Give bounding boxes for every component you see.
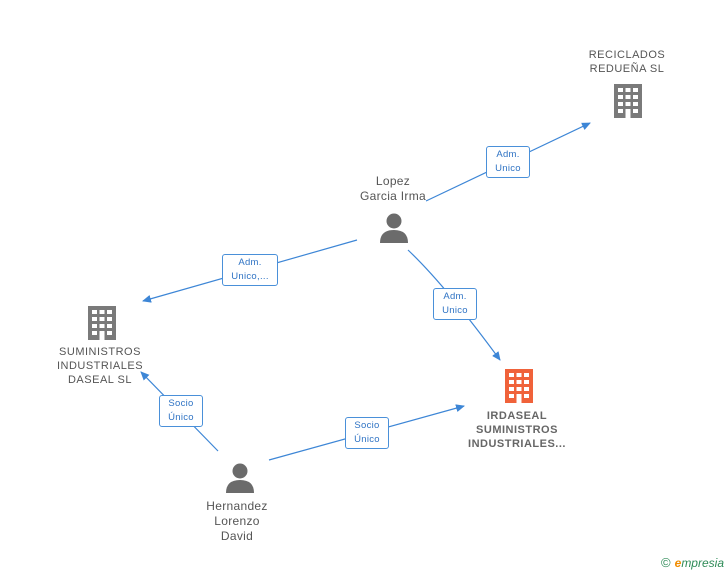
building-icon[interactable] bbox=[614, 84, 642, 118]
brand-name: empresia bbox=[674, 555, 724, 570]
edge-label-hernandez-irdaseal: Socio Único bbox=[345, 417, 389, 449]
node-label-reciclados-redueña[interactable]: RECICLADOS REDUEÑA SL bbox=[588, 49, 666, 75]
edge-label-lopez-reciclados: Adm. Unico bbox=[486, 146, 530, 178]
building-icon[interactable] bbox=[88, 306, 116, 340]
focus-building-icon[interactable] bbox=[505, 369, 533, 403]
person-icon[interactable] bbox=[226, 463, 254, 494]
node-label-irdaseal[interactable]: IRDASEAL SUMINISTROS INDUSTRIALES... bbox=[468, 410, 566, 450]
edge-label-lopez-irdaseal: Adm. Unico bbox=[433, 288, 477, 320]
node-label-suministros-industriales-daseal[interactable]: SUMINISTROS INDUSTRIALES DASEAL SL bbox=[56, 346, 144, 386]
node-label-hernandez-lorenzo-david[interactable]: Hernandez Lorenzo David bbox=[206, 499, 268, 543]
node-label-lopez-garcia-irma[interactable]: Lopez Garcia Irma bbox=[360, 174, 426, 203]
copyright-icon: © bbox=[661, 555, 671, 570]
edge-label-hernandez-suministros: Socio Único bbox=[159, 395, 203, 427]
brand-watermark: © empresia bbox=[661, 555, 724, 570]
edge-label-lopez-suministros: Adm. Unico,... bbox=[222, 254, 278, 286]
person-icon[interactable] bbox=[380, 213, 408, 244]
